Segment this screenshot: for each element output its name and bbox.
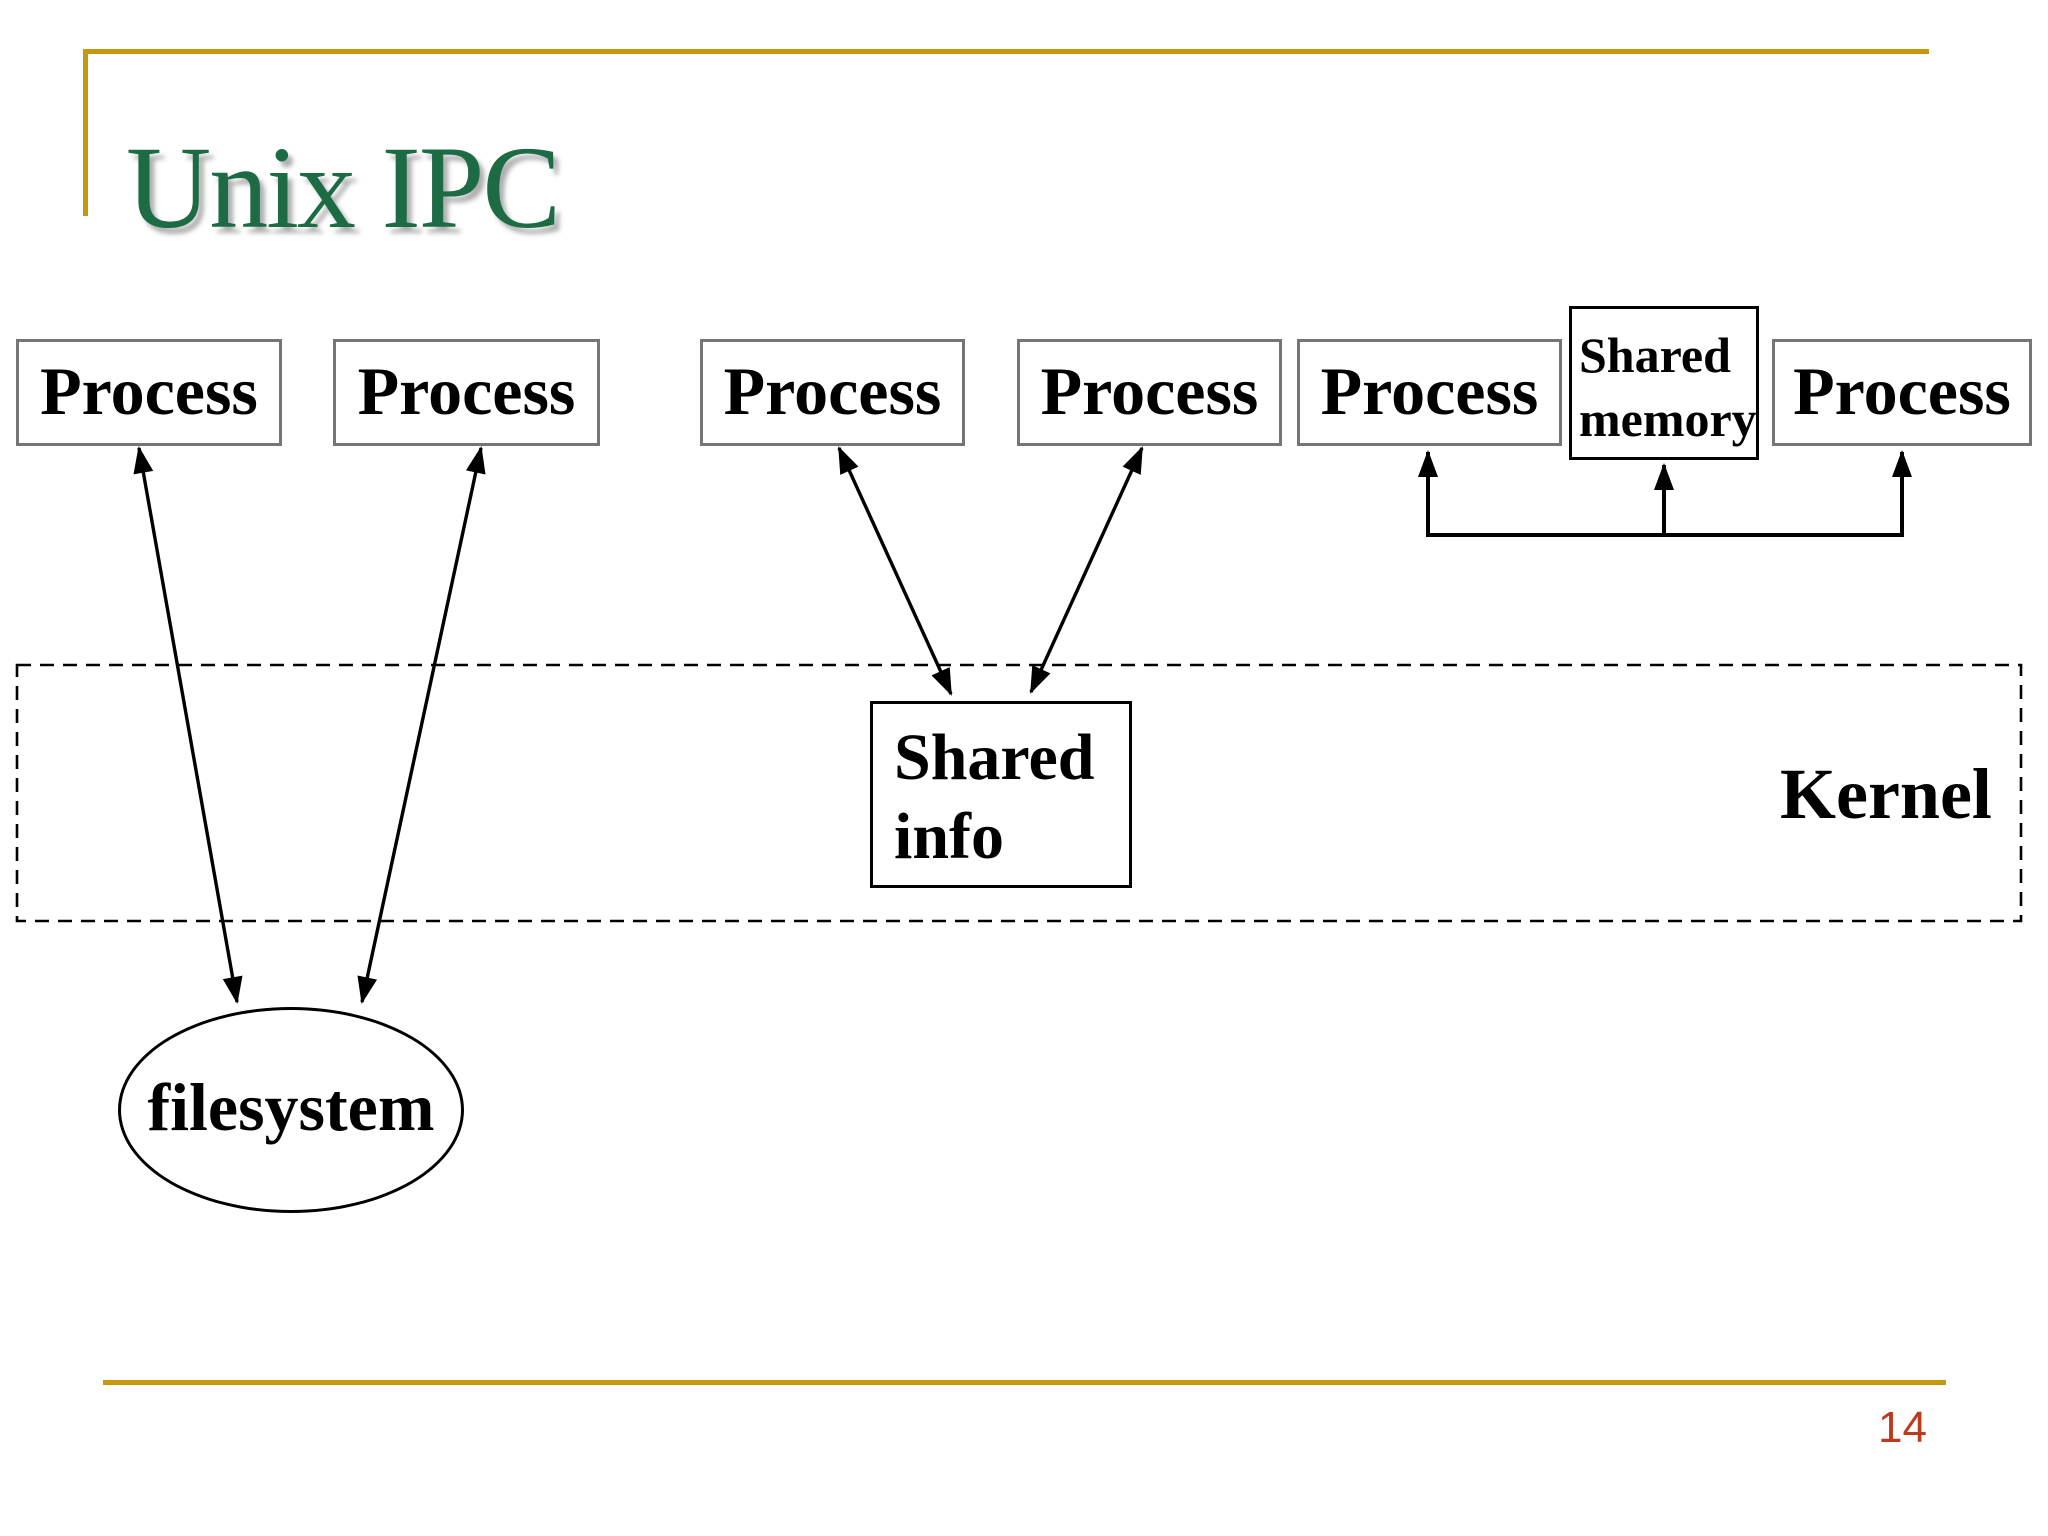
kernel-label: Kernel — [1780, 754, 1992, 834]
arrow-process4-shared-info — [1029, 446, 1144, 694]
page-number: 14 — [1878, 1403, 1927, 1452]
shared-memory-line1: Shared — [1579, 327, 1731, 383]
process-box-4-label: Process — [1040, 352, 1259, 429]
arrow-process2-filesystem — [357, 446, 486, 1004]
process-box-4: Process — [1017, 339, 1282, 446]
process-box-5-label: Process — [1320, 352, 1539, 429]
process-box-3-label: Process — [723, 352, 942, 429]
process-box-1-label: Process — [40, 352, 258, 429]
process-box-2: Process — [333, 339, 600, 446]
process-box-6: Process — [1772, 339, 2032, 446]
bottom-accent-line — [103, 1380, 1946, 1385]
process-box-1: Process — [16, 339, 282, 446]
shared-info-line1: Shared — [894, 721, 1095, 794]
arrow-process1-filesystem — [133, 446, 243, 1004]
process-box-3: Process — [700, 339, 965, 446]
process-box-2-label: Process — [357, 352, 576, 429]
shared-info-box: Shared info — [870, 701, 1132, 888]
filesystem-ellipse: filesystem — [118, 1007, 464, 1213]
slide-title: Unix IPC — [126, 122, 561, 253]
process-box-5: Process — [1297, 339, 1562, 446]
process-box-6-label: Process — [1793, 352, 2011, 429]
shared-info-line2: info — [894, 800, 1005, 874]
arrow-process3-shared-info — [837, 446, 953, 696]
filesystem-label: filesystem — [147, 1069, 435, 1145]
title-accent-vertical-line — [83, 49, 88, 216]
top-accent-line — [83, 49, 1929, 54]
shared-memory-bracket — [1418, 450, 1912, 537]
shared-memory-line2: memory — [1579, 390, 1757, 447]
shared-memory-box: Shared memory — [1569, 306, 1759, 460]
